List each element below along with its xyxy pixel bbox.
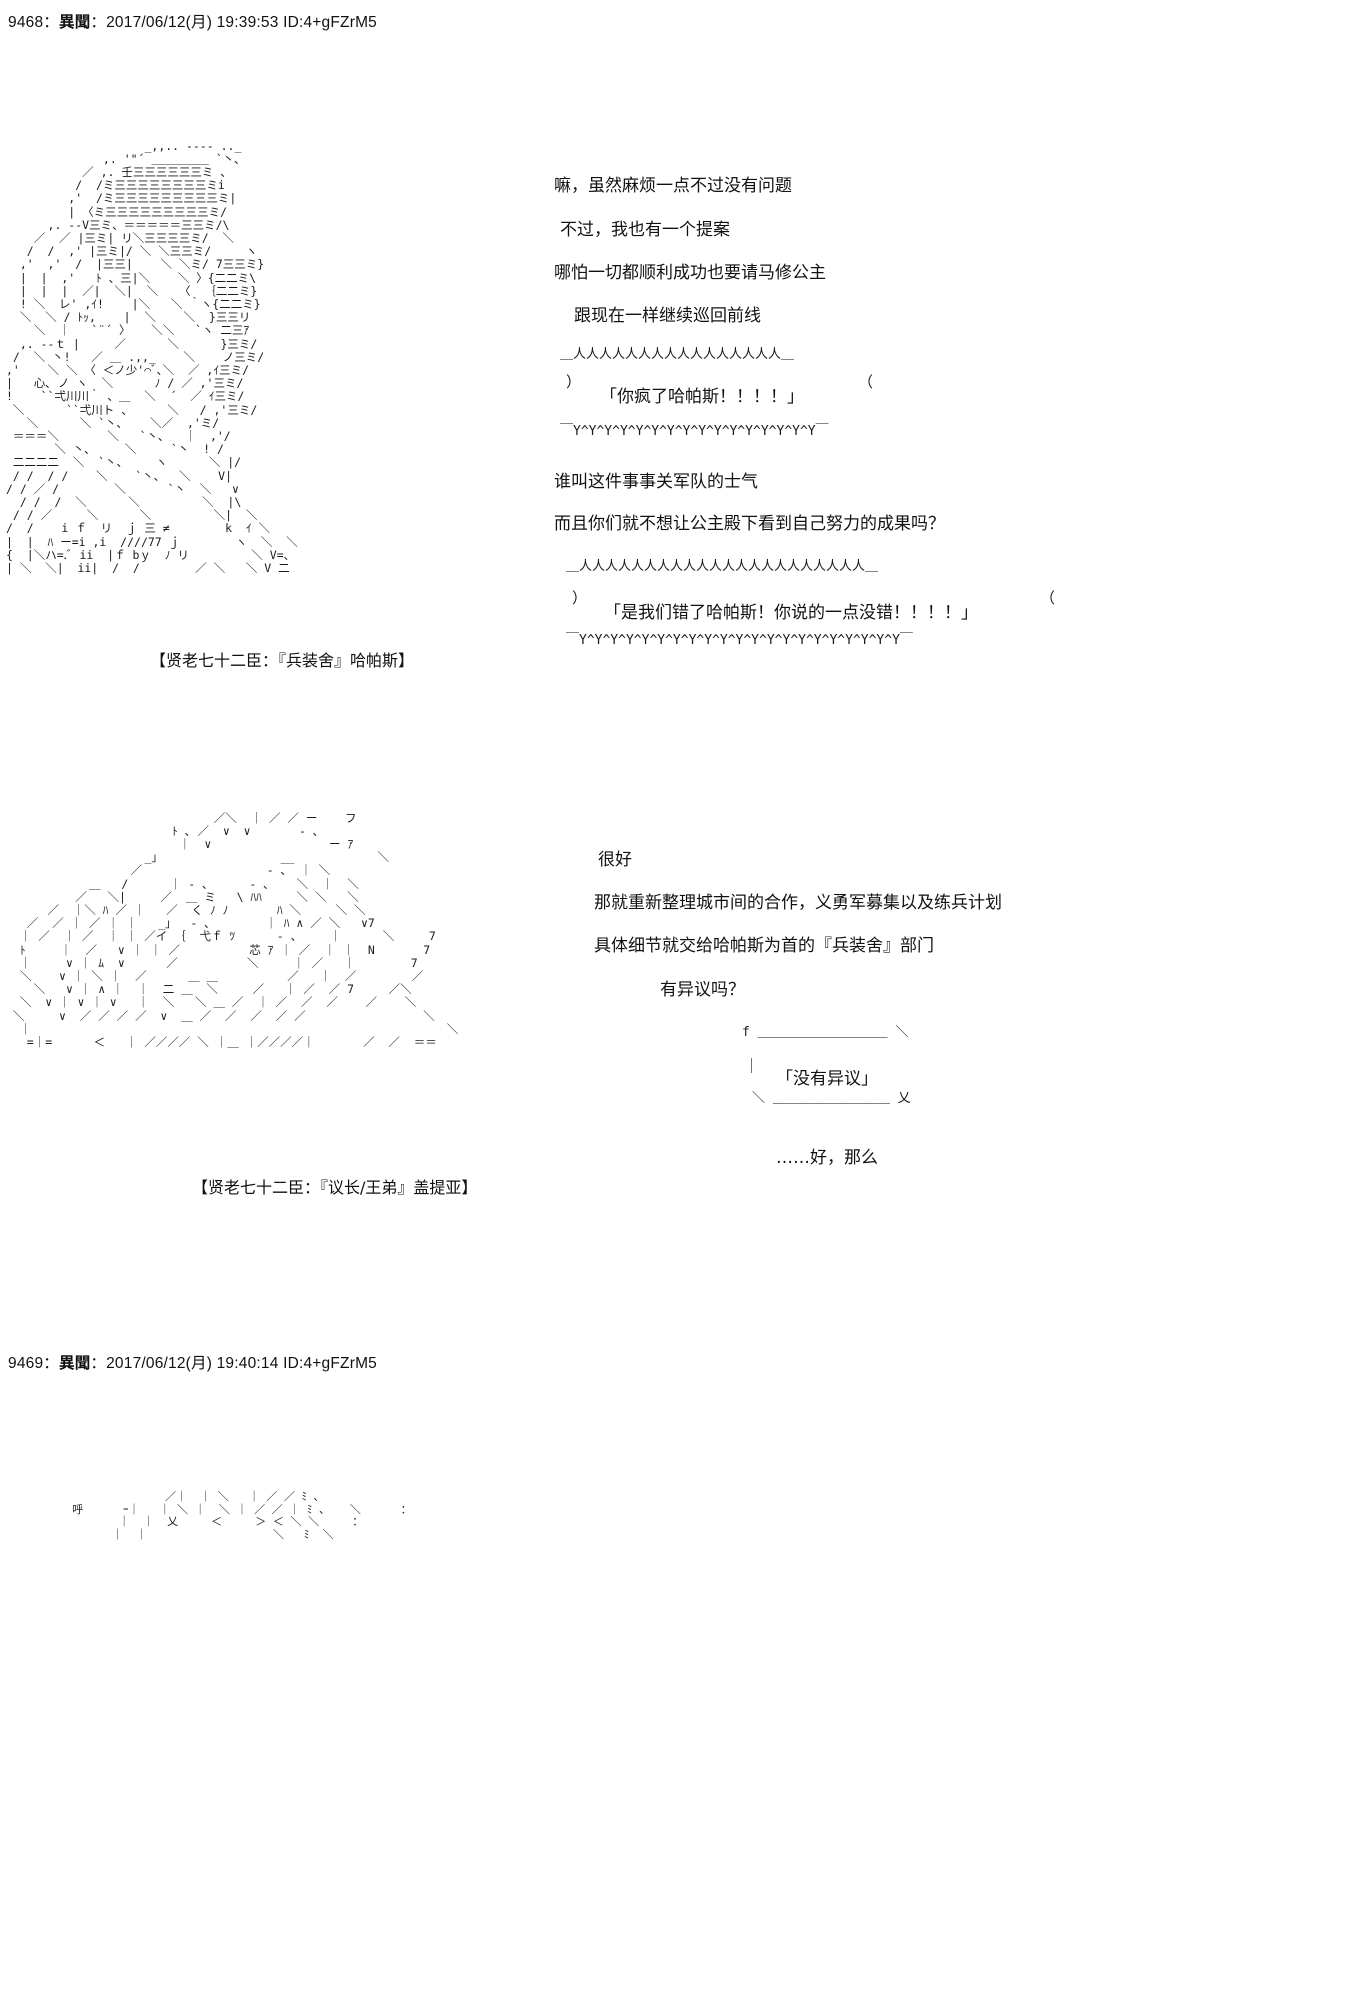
post-author: 異聞 xyxy=(59,1355,91,1372)
shout-bubble-1-bottom-border: ￣Y^Y^Y^Y^Y^Y^Y^Y^Y^Y^Y^Y^Y^Y^Y^Y￣ xyxy=(560,424,829,439)
post-id: ID:4+gFZrM5 xyxy=(283,1355,378,1372)
post-header-9468: 9468：異聞：2017/06/12(月) 19:39:53 ID:4+gFZr… xyxy=(8,14,377,31)
ascii-art-gaetia: ／＼ ｜ ／ ／ ー フ ﾄ ､ ／ ∨ ∨ ‐ ､ ｜ ∨ ー ｱ _」 __… xyxy=(12,810,459,1049)
dialogue2-closing-line: ……好，那么 xyxy=(776,1148,878,1168)
namecard-harpas: 【贤老七十二臣：『兵装舍』哈帕斯】 xyxy=(150,651,415,670)
post-author: 異聞 xyxy=(59,14,91,31)
dialogue2-line-1: 很好 xyxy=(598,850,632,870)
ascii-art-harpas: _,,.. ---- .._ ,. '"´ ＿＿＿＿＿ `丶､ ／ ,. 壬三三… xyxy=(6,138,298,575)
dialogue-line-2: 不过，我也有一个提案 xyxy=(560,220,730,240)
post-separator-2: ： xyxy=(90,1355,107,1372)
reply-box-text: 「没有异议」 xyxy=(776,1069,878,1089)
shout-bubble-1-top-border: ＿人人人人人人人人人人人人人人人人＿ xyxy=(560,347,795,362)
post-separator-1: ： xyxy=(43,14,59,31)
reply-box-left-bar: ｜ xyxy=(744,1057,760,1075)
dialogue-line-5: 谁叫这件事事关军队的士气 xyxy=(554,472,758,492)
post-number[interactable]: 9468 xyxy=(8,14,44,31)
namecard-gaetia: 【贤老七十二臣：『议长/王弟』盖提亚】 xyxy=(192,1178,478,1197)
shout-bubble-2-top-border: ＿人人人人人人人人人人人人人人人人人人人人人人＿ xyxy=(566,559,879,574)
reply-box-top-border: f ＿＿＿＿＿＿＿＿＿＿ ＼ xyxy=(742,1025,909,1040)
shout-bubble-1-left-mark: ） xyxy=(566,373,582,391)
post-datetime: 2017/06/12(月) 19:40:14 xyxy=(106,1355,279,1372)
dialogue-line-4: 跟现在一样继续巡回前线 xyxy=(574,306,761,326)
shout-bubble-2-right-mark: （ xyxy=(1040,589,1056,607)
dialogue2-line-2: 那就重新整理城市间的合作，义勇军募集以及练兵计划 xyxy=(594,893,1002,913)
dialogue2-line-4: 有异议吗？ xyxy=(660,980,745,1000)
post-separator-1: ： xyxy=(43,1355,59,1372)
dialogue2-line-3: 具体细节就交给哈帕斯为首的『兵装舍』部门 xyxy=(594,936,934,956)
shout-bubble-1-right-mark: （ xyxy=(858,373,874,391)
post-separator-2: ： xyxy=(90,14,107,31)
dialogue-line-3: 哪怕一切都顺利成功也要请马修公主 xyxy=(554,263,826,283)
shout-bubble-1-text: 「你疯了哈帕斯！！！！」 xyxy=(600,387,804,407)
post-number[interactable]: 9469 xyxy=(8,1355,44,1372)
shout-bubble-2-text: 「是我们错了哈帕斯！你说的一点没错！！！！」 xyxy=(604,603,978,623)
shout-bubble-2-bottom-border: ￣Y^Y^Y^Y^Y^Y^Y^Y^Y^Y^Y^Y^Y^Y^Y^Y^Y^Y^Y^Y… xyxy=(566,633,913,648)
dialogue-line-1: 嘛，虽然麻烦一点不过没有问题 xyxy=(554,176,792,196)
reply-box-bottom-border: ＼ ＿＿＿＿＿＿＿＿＿ 乂 xyxy=(752,1091,911,1106)
ascii-art-bottom-partial: ／｜ ｜ ＼ ｜ ／ ／ ﾐ ､ 呼 ｰ｜ ｜ ＼ ｜ ＼ ｜ ／ ／ ｜ ﾐ … xyxy=(72,1490,412,1541)
dialogue-line-6: 而且你们就不想让公主殿下看到自己努力的成果吗？ xyxy=(554,514,945,534)
post-datetime: 2017/06/12(月) 19:39:53 xyxy=(106,14,279,31)
post-id: ID:4+gFZrM5 xyxy=(283,14,378,31)
shout-bubble-2-left-mark: ） xyxy=(572,589,588,607)
post-header-9469: 9469：異聞：2017/06/12(月) 19:40:14 ID:4+gFZr… xyxy=(8,1355,377,1372)
